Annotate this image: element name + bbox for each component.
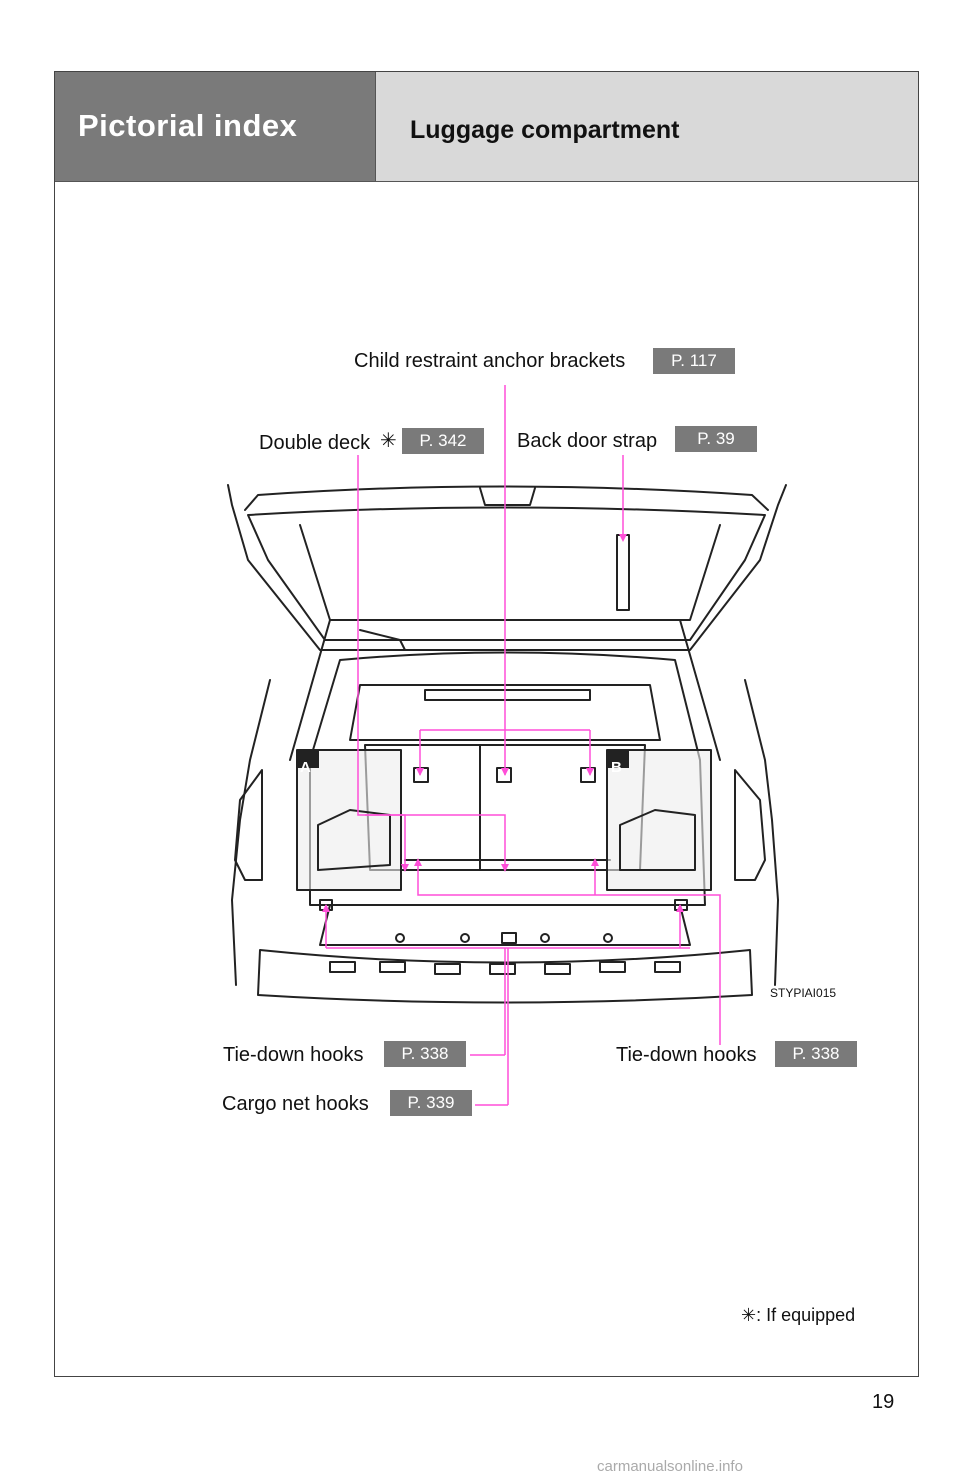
- back-door-glass: [247, 506, 766, 641]
- bumper-slot: [329, 961, 356, 973]
- double-deck-page-ref[interactable]: P. 342: [402, 428, 484, 454]
- left-strut: [289, 619, 331, 761]
- section-tab: [55, 72, 375, 181]
- right-body: [744, 679, 779, 986]
- section-title: Pictorial index: [78, 108, 298, 143]
- double-deck-label: Double deck: [259, 432, 371, 454]
- footnote-text: : If equipped: [756, 1305, 856, 1325]
- cargo-floor-edge: [319, 904, 691, 946]
- inset-box-b: [606, 749, 712, 891]
- page-title: Luggage compartment: [410, 116, 680, 144]
- back-door-strap-page-ref[interactable]: P. 39: [675, 426, 757, 452]
- footnote: ✳: If equipped: [741, 1305, 855, 1326]
- inset-a-tag: [297, 750, 319, 768]
- inset-a-detail: [317, 809, 391, 871]
- page-number: 19: [872, 1391, 895, 1413]
- cargo-opening: [309, 651, 706, 906]
- inset-a-label: A: [300, 759, 311, 776]
- child-restraint-label: Child restraint anchor brackets: [354, 350, 626, 372]
- cargo-net-hooks-page-ref[interactable]: P. 339: [390, 1090, 472, 1116]
- inset-b-label: B: [611, 759, 622, 776]
- rear-bumper: [257, 949, 753, 1004]
- left-body: [231, 679, 271, 986]
- back-door-strap: [616, 534, 630, 611]
- back-door-inner: [299, 524, 721, 621]
- back-door-edge: [244, 485, 769, 511]
- leader-tie-down-right: [417, 860, 721, 1045]
- tie-down-hooks-right-page-ref[interactable]: P. 338: [775, 1041, 857, 1067]
- back-door-outline: [227, 484, 787, 651]
- header-divider: [375, 72, 376, 181]
- right-tail-light: [734, 769, 766, 881]
- leader-arrowheads: [322, 534, 684, 912]
- inset-b-tag: [607, 750, 629, 768]
- page-frame: [54, 71, 919, 1377]
- rear-window-bar: [424, 689, 591, 701]
- figure-code: STYPIAI015: [770, 986, 837, 1000]
- leader-lines: [325, 385, 721, 1106]
- left-tail-light: [234, 769, 263, 881]
- tie-down-hooks-left-label: Tie-down hooks: [223, 1044, 364, 1066]
- rear-seat-top: [349, 684, 661, 741]
- double-deck-marker: ✳: [380, 430, 397, 452]
- cargo-net-hook: [501, 932, 517, 944]
- right-strut: [679, 619, 721, 761]
- inset-box-a: [296, 749, 402, 891]
- header-rule: [55, 181, 918, 182]
- tie-down-hooks-left-page-ref[interactable]: P. 338: [384, 1041, 466, 1067]
- tie-down-hooks-right-label: Tie-down hooks: [616, 1044, 757, 1066]
- cargo-net-hooks-label: Cargo net hooks: [222, 1093, 369, 1115]
- back-door-strap-label: Back door strap: [517, 430, 658, 452]
- door-latch: [479, 487, 536, 506]
- footnote-marker: ✳: [741, 1305, 757, 1325]
- child-restraint-page-ref[interactable]: P. 117: [653, 348, 735, 374]
- watermark: carmanualsonline.info: [597, 1458, 743, 1475]
- title-bar: [376, 72, 918, 181]
- door-hinge: [359, 629, 406, 651]
- inset-b-detail: [619, 809, 696, 871]
